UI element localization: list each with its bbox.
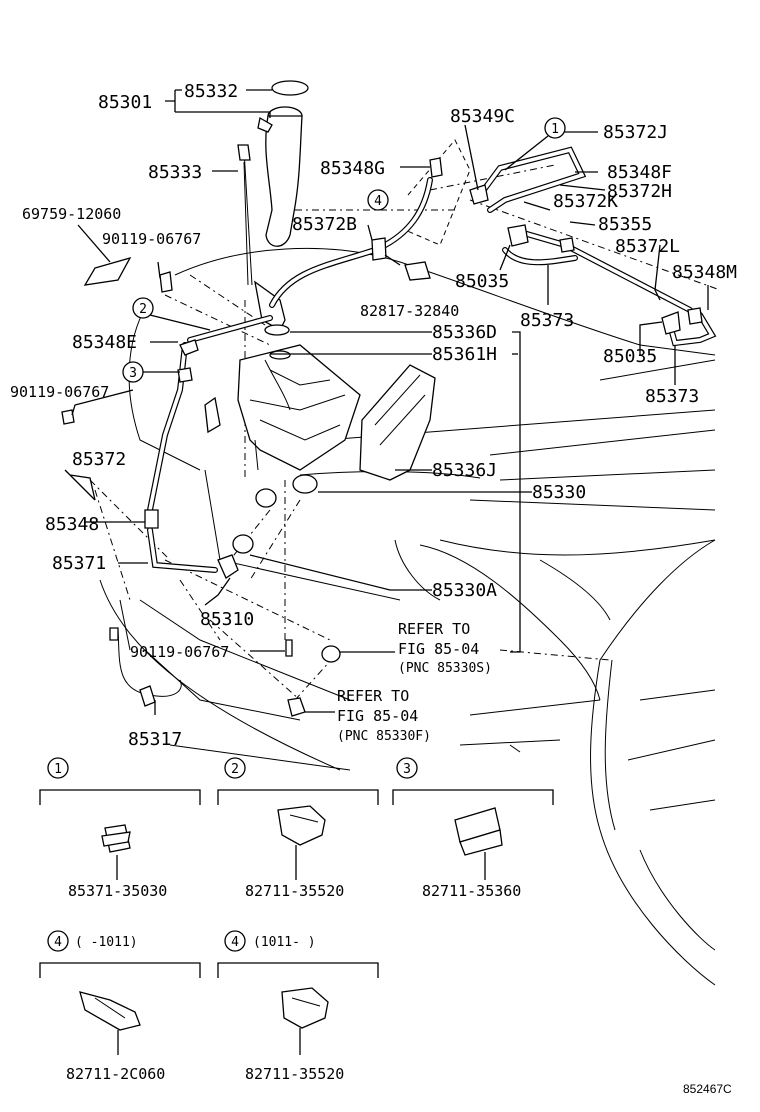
detail-box-3: 3 82711-35360 [392, 757, 554, 900]
washer-jar-assembly [204, 80, 436, 717]
detail-box-1: 1 85371-35030 [39, 757, 201, 900]
part-label-85355[interactable]: 85355 [598, 214, 652, 235]
part-label-85317[interactable]: 85317 [128, 729, 182, 750]
part-label-85372L[interactable]: 85372L [615, 236, 680, 257]
part-label-85372[interactable]: 85372 [72, 449, 126, 470]
part-label-85372K[interactable]: 85372K [553, 191, 618, 212]
part-label-85336D[interactable]: 85336D [432, 322, 497, 343]
part-label-85301[interactable]: 85301 [98, 92, 152, 113]
callout-3-label: 3 [129, 366, 137, 381]
grommet-85330 [292, 474, 318, 494]
part-label-85348G[interactable]: 85348G [320, 158, 385, 179]
part-labels: 85301 85332 85333 69759-12060 90119-0676… [10, 81, 737, 750]
part-label-85330A[interactable]: 85330A [432, 580, 497, 601]
detail-box-1-number: 1 [54, 762, 62, 777]
clamp-82711-35520-b-icon [281, 987, 329, 1029]
small-parts [61, 157, 703, 529]
part-label-90119-06767-c[interactable]: 90119-06767 [130, 643, 229, 661]
part-label-85348F[interactable]: 85348F [607, 162, 672, 183]
part-label-90119-06767-a[interactable]: 90119-06767 [102, 230, 201, 248]
part-label-85330[interactable]: 85330 [532, 482, 586, 503]
part-label-85371[interactable]: 85371 [52, 553, 106, 574]
part-label-85372B[interactable]: 85372B [292, 214, 357, 235]
callout-4-label: 4 [374, 194, 382, 209]
part-label-69759-12060[interactable]: 69759-12060 [22, 205, 121, 223]
screw-90119 [285, 639, 293, 657]
part-label-85035-b[interactable]: 85035 [603, 346, 657, 367]
part-label-82817-32840[interactable]: 82817-32840 [360, 302, 459, 320]
part-label-85361H[interactable]: 85361H [432, 344, 497, 365]
part-label-85372H[interactable]: 85372H [607, 181, 672, 202]
refer-1-line2[interactable]: FIG 85-04 [398, 640, 479, 658]
part-label-85373-a[interactable]: 85373 [520, 310, 574, 331]
part-label-85349C[interactable]: 85349C [450, 106, 515, 127]
washer-jar [237, 344, 361, 471]
refer-2-line1: REFER TO [337, 687, 409, 705]
detail-box-4b-note: (1011- ) [253, 935, 316, 950]
detail-box-4b-part[interactable]: 82711-35520 [245, 1065, 344, 1083]
part-label-85348[interactable]: 85348 [45, 514, 99, 535]
refer-2-line3: (PNC 85330F) [337, 729, 431, 744]
detail-box-2-part[interactable]: 82711-35520 [245, 882, 344, 900]
nozzle-85035-c [661, 311, 681, 335]
refer-1-line3: (PNC 85330S) [398, 661, 492, 676]
detail-box-2: 2 82711-35520 [217, 757, 379, 900]
detail-box-4a-part[interactable]: 82711-2C060 [66, 1065, 165, 1083]
detail-box-1-part[interactable]: 85371-35030 [68, 882, 167, 900]
nozzle-85035-b [507, 224, 529, 247]
refer-2-line2[interactable]: FIG 85-04 [337, 707, 418, 725]
detail-box-3-part[interactable]: 82711-35360 [422, 882, 521, 900]
part-label-85373-b[interactable]: 85373 [645, 386, 699, 407]
grommet-85330A [232, 534, 254, 554]
detail-box-4b-number: 4 [231, 935, 239, 950]
washer-pump-85310-top [255, 488, 277, 508]
callout-1-label: 1 [551, 122, 559, 137]
filler-neck [265, 115, 303, 247]
part-label-85035-a[interactable]: 85035 [455, 271, 509, 292]
clamp-82711-35520-icon [277, 805, 326, 846]
clamp-82817 [404, 261, 431, 281]
leader-lines [64, 89, 709, 715]
clamp-82711-2C060-icon [79, 991, 141, 1031]
jar-bracket [359, 364, 436, 481]
callout-circles: 1 2 3 4 [122, 117, 566, 383]
detail-box-4a-number: 4 [54, 935, 62, 950]
detail-box-3-number: 3 [403, 762, 411, 777]
part-label-85348M[interactable]: 85348M [672, 262, 737, 283]
level-gauge-cap [237, 144, 251, 161]
part-label-85332[interactable]: 85332 [184, 81, 238, 102]
part-label-90119-06767-b[interactable]: 90119-06767 [10, 383, 109, 401]
detail-box-4a: 4 ( -1011) 82711-2C060 [39, 930, 201, 1083]
label-69759 [83, 256, 132, 286]
detail-box-4b: 4 (1011- ) 82711-35520 [217, 930, 379, 1083]
callout-1 [544, 117, 566, 139]
detail-box-4a-note: ( -1011) [75, 935, 138, 950]
diagram-code: 852467C [683, 1082, 732, 1096]
washer-pump [217, 554, 239, 579]
harness-connector [109, 627, 119, 641]
callout-4 [367, 189, 389, 211]
part-label-85336J[interactable]: 85336J [432, 460, 497, 481]
callout-2-label: 2 [139, 302, 147, 317]
part-label-85333[interactable]: 85333 [148, 162, 202, 183]
nozzle-85035-a [469, 184, 489, 205]
part-label-85348E[interactable]: 85348E [72, 332, 137, 353]
part-label-85310[interactable]: 85310 [200, 609, 254, 630]
part-label-85372J[interactable]: 85372J [603, 122, 668, 143]
detail-box-2-number: 2 [231, 762, 239, 777]
callout-2 [132, 297, 154, 319]
refer-1-line1: REFER TO [398, 620, 470, 638]
jar-cap [271, 80, 309, 96]
